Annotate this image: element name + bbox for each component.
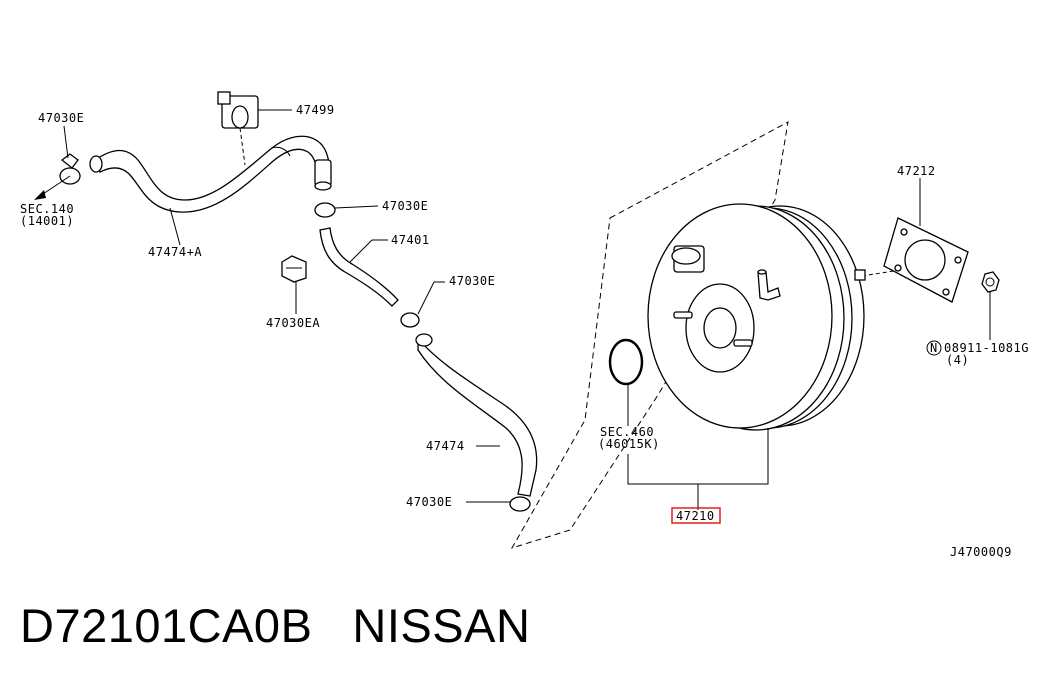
label-clamp-bottom: 47030E: [406, 495, 452, 509]
label-clamp-top-left: 47030E: [38, 111, 84, 125]
nut-08911: [926, 271, 1000, 356]
label-bracket-top: 47499: [296, 103, 335, 117]
highlight-box: [671, 507, 721, 524]
o-ring: [608, 338, 644, 386]
clamp-mid: [400, 281, 445, 328]
brake-booster-47210: [647, 203, 901, 431]
label-diagram-id: J47000Q9: [950, 545, 1012, 559]
clamp-top-left: [34, 125, 81, 200]
label-booster: 47210: [676, 509, 715, 523]
label-hose-lower: 47474: [426, 439, 465, 453]
label-sec140-1: SEC.140: [20, 202, 74, 216]
clamp-bottom: [466, 496, 531, 512]
nut-symbol-circle: [926, 340, 942, 356]
hose-lower-47474: [415, 333, 538, 497]
caption: D72101CA0B NISSAN: [20, 598, 570, 653]
label-clamp-mid: 47030E: [449, 274, 495, 288]
label-clamp-mid-upper: 47030E: [382, 199, 428, 213]
label-clip: 47030EA: [266, 316, 320, 330]
label-sec460-2: (46015K): [598, 437, 660, 451]
label-hose-upper: 47474+A: [148, 245, 202, 259]
label-nut-1: 08911-1081G: [944, 341, 1029, 355]
label-sec140-2: (14001): [20, 214, 74, 228]
label-nut-2: (4): [946, 353, 969, 367]
assembly-outline: [510, 121, 789, 549]
clamp-mid-upper: [314, 202, 379, 218]
caption-part-number: D72101CA0B: [20, 599, 313, 652]
label-sec460-1: SEC.460: [600, 425, 654, 439]
bracket-47499: [217, 91, 259, 166]
label-gasket: 47212: [897, 164, 936, 178]
gasket-47212: [883, 178, 969, 303]
caption-brand: NISSAN: [352, 599, 531, 652]
clip-47030ea: [281, 255, 307, 314]
label-nut-symbol: N: [930, 341, 938, 355]
label-hose-short: 47401: [391, 233, 430, 247]
parts-diagram: 47030E SEC.140 (14001) 47474+A 47499 470…: [20, 91, 1029, 559]
hose-upper-47474a: [89, 135, 332, 213]
hose-47401: [319, 227, 399, 307]
